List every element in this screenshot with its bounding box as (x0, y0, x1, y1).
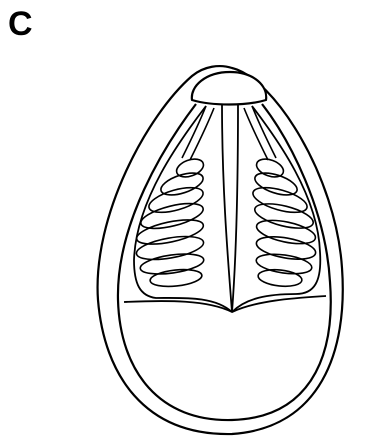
polar-cap (192, 72, 266, 105)
left-coil-turn (146, 183, 205, 218)
left-coil-turn (158, 169, 205, 200)
left-coil-turn (174, 156, 206, 181)
right-coil-turn (255, 216, 318, 248)
right-coil-turn (255, 233, 318, 263)
left-coil-turn (135, 232, 205, 264)
right-coil-turn (255, 251, 313, 277)
left-coil-turn (149, 267, 202, 288)
inner-shell-outline (118, 104, 331, 420)
left-coil-turn (135, 215, 206, 249)
left-coil-turn (139, 251, 205, 278)
right-coil-turn (257, 268, 302, 289)
central-stalk (222, 104, 238, 312)
